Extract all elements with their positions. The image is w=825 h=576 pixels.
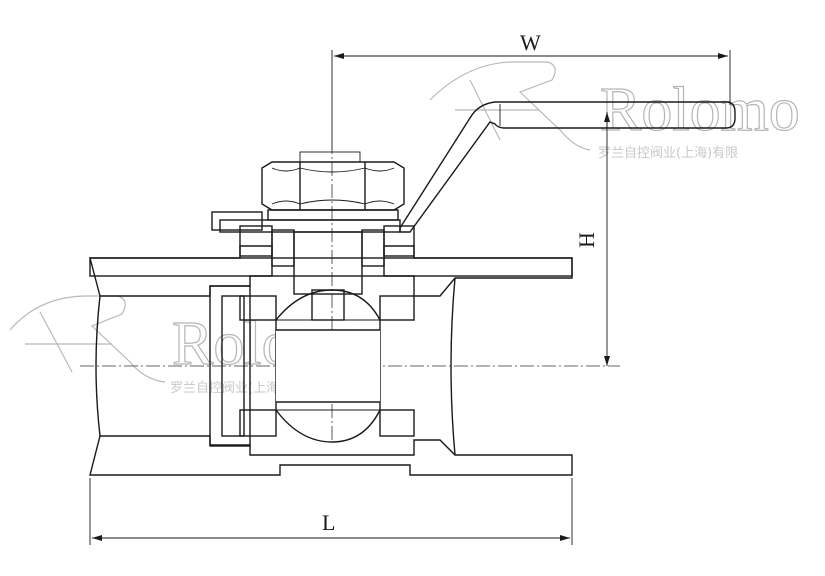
ball — [250, 289, 414, 443]
dimension-h: H — [574, 112, 610, 366]
valve-body-upper — [89, 245, 573, 297]
watermark-company-top: 罗兰自控阀业(上海)有限 — [598, 146, 738, 161]
hex-nut — [261, 151, 405, 221]
end-bores — [95, 277, 572, 456]
dimension-l-label: L — [322, 510, 335, 535]
stem-assembly — [239, 225, 415, 321]
handle-lever — [399, 101, 736, 233]
dimension-h-label: H — [574, 232, 599, 248]
dimension-w: W — [331, 30, 731, 150]
watermark-top: Rolomo 罗兰自控阀业(上海)有限 — [429, 61, 800, 161]
dimension-l: L — [89, 478, 573, 545]
watermark-brand-top: Rolomo — [600, 76, 800, 144]
dimension-w-label: W — [520, 30, 541, 55]
end-insert — [209, 285, 251, 447]
